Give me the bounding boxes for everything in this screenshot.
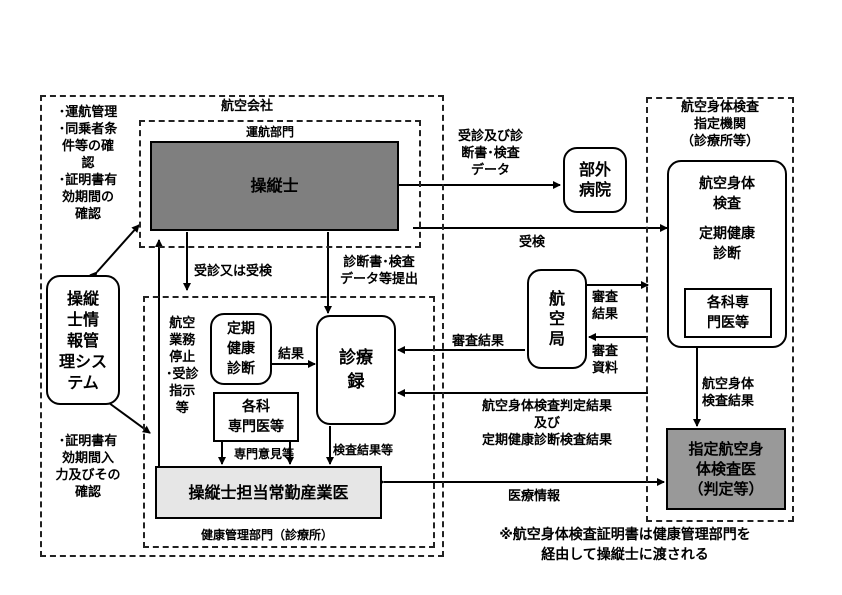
result-label: 結果	[278, 347, 305, 362]
pilot-label: 操縦士	[250, 176, 299, 195]
designated-doctor-box: 指定航空身 体検査医 （判定等）	[666, 428, 786, 510]
footnote: ※航空身体検査証明書は健康管理部門を 経由して操縦士に渡される	[499, 527, 751, 563]
submit-docs-label: 診断書･検査 データ等提出	[340, 255, 419, 287]
specialist-opinion-label: 専門意見等	[234, 447, 295, 461]
left-notes-bottom: ･証明書有 効期間入 力及びその 確認	[55, 434, 121, 500]
medical-record-box: 診療 録	[316, 315, 396, 425]
review-result-label: 審査 結果	[592, 290, 619, 322]
civil-aviation-bureau-box: 航 空 局	[527, 269, 587, 369]
exam-label: 受検	[519, 235, 546, 250]
designated-title: 航空身体検査 指定機関 （診療所等）	[680, 100, 759, 149]
outside-hospital-box: 部外 病院	[563, 147, 627, 213]
visit-or-exam-label: 受診又は受検	[194, 264, 273, 279]
specialists-box: 各科 専門医等	[213, 392, 299, 442]
industrial-doctor-box: 操縦士担当常勤産業医	[155, 466, 382, 519]
outside-label: 受診及び診 断書･検査 データ	[458, 129, 524, 178]
exam-results-label: 検査結果等	[333, 443, 394, 457]
airline-frame	[40, 95, 444, 557]
airline-title: 航空会社	[221, 99, 274, 114]
designated-frame	[646, 97, 794, 522]
regular-checkup-box: 定期 健康 診断	[210, 313, 272, 385]
suspension-label: 航空 業務 停止 ･受診 指示 等	[166, 316, 199, 416]
pilot-box: 操縦士	[150, 141, 399, 231]
designated-exam-result-label: 航空身体 検査結果	[702, 377, 755, 409]
medical-info-label: 医療情報	[508, 489, 561, 504]
judgement-label: 航空身体検査判定結果 及び 定期健康診断検査結果	[481, 399, 612, 448]
left-notes-top: ･運航管理 ･同乗者条 件等の確 認 ･証明書有 効期間の 確認	[58, 105, 118, 222]
ops-dept-frame	[139, 120, 421, 248]
review-result-left-label: 審査結果	[452, 334, 505, 349]
ops-dept-title: 運航部門	[246, 125, 295, 139]
health-dept-frame	[143, 296, 435, 548]
designated-specialists-box: 各科専 門医等	[684, 288, 772, 338]
pilot-info-system: 操縦 士情 報管 理シス テム	[46, 275, 120, 405]
health-dept-title: 健康管理部門（診療所）	[201, 528, 334, 542]
review-docs-label: 審査 資料	[592, 344, 619, 376]
